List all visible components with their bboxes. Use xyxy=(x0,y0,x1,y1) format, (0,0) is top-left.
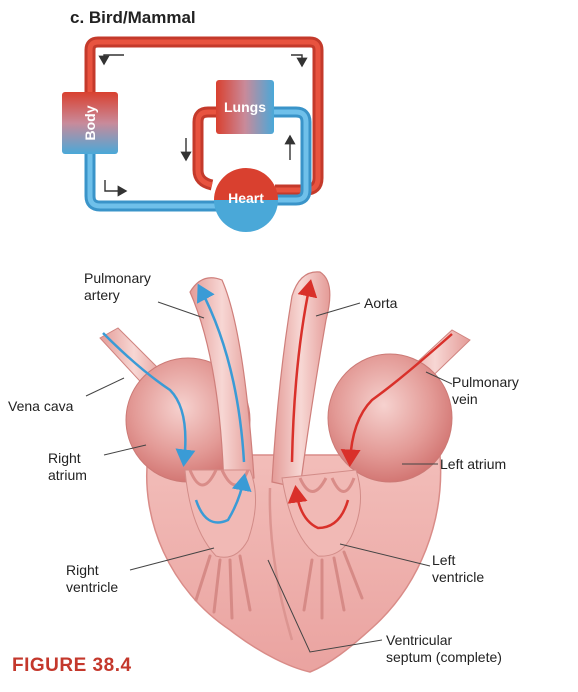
papillary-muscles xyxy=(194,550,364,620)
arrow-right-icon xyxy=(104,180,128,197)
oxygenated-flow xyxy=(290,279,318,463)
label-aorta: Aorta xyxy=(364,295,398,311)
heart-illustration xyxy=(99,271,471,673)
pulmonary-artery-vessel xyxy=(189,277,255,489)
left-valve xyxy=(298,477,356,493)
deoxygenated-flow xyxy=(194,473,252,524)
oxygenated-flow xyxy=(287,485,350,530)
arrow-left-icon xyxy=(98,54,124,66)
heart-label: Heart xyxy=(228,190,264,206)
label-pulmonary-vein: Pulmonary vein xyxy=(452,374,519,407)
figure-label: FIGURE 38.4 xyxy=(12,655,132,676)
body-label: Body xyxy=(82,105,98,140)
panel-title: c. Bird/Mammal xyxy=(70,8,196,27)
label-left-atrium: Left atrium xyxy=(440,456,507,472)
arrow-down-icon xyxy=(291,54,308,68)
lungs-box xyxy=(216,80,274,134)
label-vena-cava: Vena cava xyxy=(8,398,74,414)
label-left-ventricle: Left ventricle xyxy=(432,552,485,585)
label-right-atrium: Right atrium xyxy=(48,450,87,483)
label-ventricular-septum: Ventricular septum (complete) xyxy=(386,632,502,665)
label-right-ventricle: Right ventricle xyxy=(66,562,119,595)
lungs-label: Lungs xyxy=(224,99,266,115)
left-atrium xyxy=(327,353,453,483)
body-box xyxy=(62,92,118,154)
oxygenated-flow xyxy=(340,333,453,467)
schematic: Body Lungs Heart xyxy=(62,36,324,232)
label-pulmonary-artery: Pulmonary artery xyxy=(84,270,151,303)
deoxygenated-flow xyxy=(196,283,246,463)
leader-lines xyxy=(85,301,453,653)
heart-circle xyxy=(214,168,278,232)
ventricular-septum xyxy=(268,487,294,641)
deoxygenated-flow xyxy=(102,332,196,467)
aorta-vessel xyxy=(271,271,331,489)
